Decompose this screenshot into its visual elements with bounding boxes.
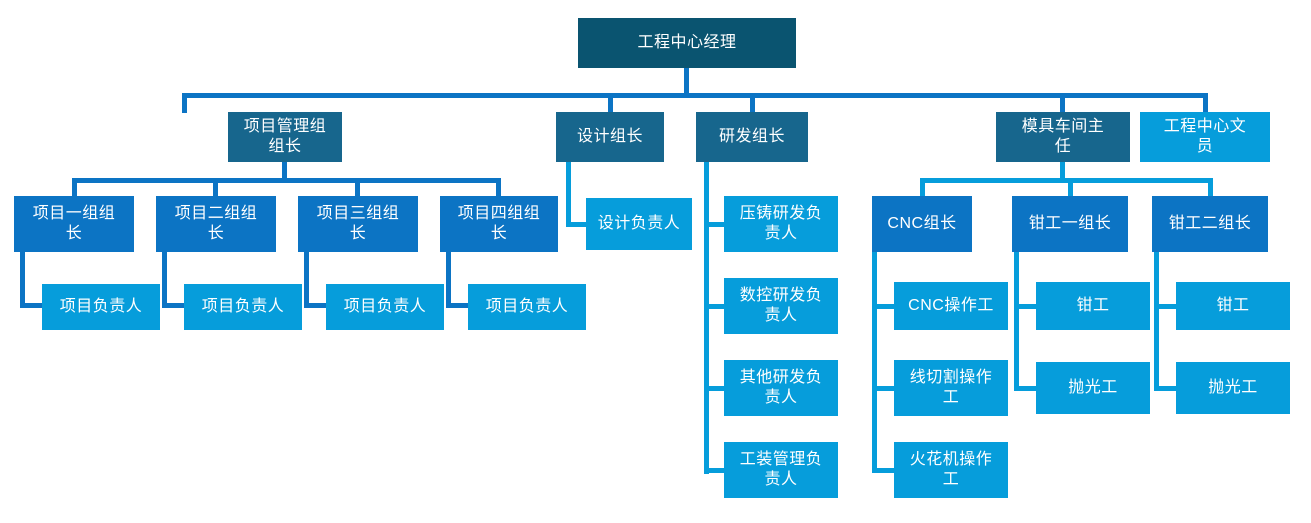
org-node[interactable]: 项目负责人	[184, 284, 302, 330]
connector-h-line	[872, 386, 896, 391]
connector-h-line	[872, 468, 896, 473]
org-node[interactable]: 项目四组组 长	[440, 196, 558, 252]
connector-v-line	[496, 178, 501, 198]
connector-h-line	[566, 222, 590, 227]
connector-v-line	[1203, 93, 1208, 113]
org-node[interactable]: 项目负责人	[468, 284, 586, 330]
connector-h-line	[872, 304, 896, 309]
org-node[interactable]: 钳工	[1036, 282, 1150, 330]
org-node[interactable]: 数控研发负 责人	[724, 278, 838, 334]
org-node[interactable]: 模具车间主 任	[996, 112, 1130, 162]
org-node[interactable]: 钳工二组长	[1152, 196, 1268, 252]
org-node[interactable]: 抛光工	[1176, 362, 1290, 414]
connector-h-line	[182, 93, 1208, 98]
org-node[interactable]: 研发组长	[696, 112, 808, 162]
connector-v-line	[750, 93, 755, 113]
connector-v-line	[704, 162, 709, 474]
connector-v-line	[1014, 252, 1019, 390]
org-node[interactable]: 工装管理负 责人	[724, 442, 838, 498]
connector-h-line	[1014, 304, 1038, 309]
connector-h-line	[920, 178, 1212, 183]
org-node[interactable]: 线切割操作 工	[894, 360, 1008, 416]
connector-v-line	[72, 178, 77, 198]
connector-h-line	[1154, 386, 1178, 391]
org-node[interactable]: 项目二组组 长	[156, 196, 276, 252]
connector-h-line	[20, 303, 46, 308]
connector-h-line	[1014, 386, 1038, 391]
connector-v-line	[608, 93, 613, 113]
connector-h-line	[446, 303, 472, 308]
connector-v-line	[213, 178, 218, 198]
connector-h-line	[704, 386, 728, 391]
connector-h-line	[304, 303, 330, 308]
connector-v-line	[566, 162, 571, 224]
connector-v-line	[446, 252, 451, 304]
org-node[interactable]: 工程中心经理	[578, 18, 796, 68]
org-node[interactable]: 其他研发负 责人	[724, 360, 838, 416]
connector-v-line	[162, 252, 167, 304]
connector-v-line	[1060, 93, 1065, 113]
connector-v-line	[182, 93, 187, 113]
connector-h-line	[1154, 304, 1178, 309]
connector-v-line	[1208, 178, 1213, 198]
org-node[interactable]: 钳工一组长	[1012, 196, 1128, 252]
org-node[interactable]: 设计组长	[556, 112, 664, 162]
connector-h-line	[162, 303, 188, 308]
connector-h-line	[72, 178, 500, 183]
connector-v-line	[355, 178, 360, 198]
connector-v-line	[920, 178, 925, 198]
org-node[interactable]: 火花机操作 工	[894, 442, 1008, 498]
org-node[interactable]: 设计负责人	[586, 198, 692, 250]
org-node[interactable]: 压铸研发负 责人	[724, 196, 838, 252]
org-node[interactable]: 项目一组组 长	[14, 196, 134, 252]
org-node[interactable]: 项目三组组 长	[298, 196, 418, 252]
connector-h-line	[704, 468, 728, 473]
connector-v-line	[20, 252, 25, 304]
connector-v-line	[282, 162, 287, 180]
connector-h-line	[704, 222, 728, 227]
org-node[interactable]: 工程中心文 员	[1140, 112, 1270, 162]
org-node[interactable]: 钳工	[1176, 282, 1290, 330]
org-node[interactable]: 项目负责人	[326, 284, 444, 330]
connector-h-line	[704, 304, 728, 309]
connector-v-line	[1060, 162, 1065, 180]
connector-v-line	[684, 68, 689, 96]
connector-v-line	[872, 252, 877, 470]
connector-v-line	[1154, 252, 1159, 390]
connector-v-line	[1068, 178, 1073, 198]
connector-v-line	[304, 252, 309, 304]
org-node[interactable]: CNC操作工	[894, 282, 1008, 330]
org-node[interactable]: CNC组长	[872, 196, 972, 252]
org-node[interactable]: 项目负责人	[42, 284, 160, 330]
org-node[interactable]: 抛光工	[1036, 362, 1150, 414]
org-node[interactable]: 项目管理组 组长	[228, 112, 342, 162]
